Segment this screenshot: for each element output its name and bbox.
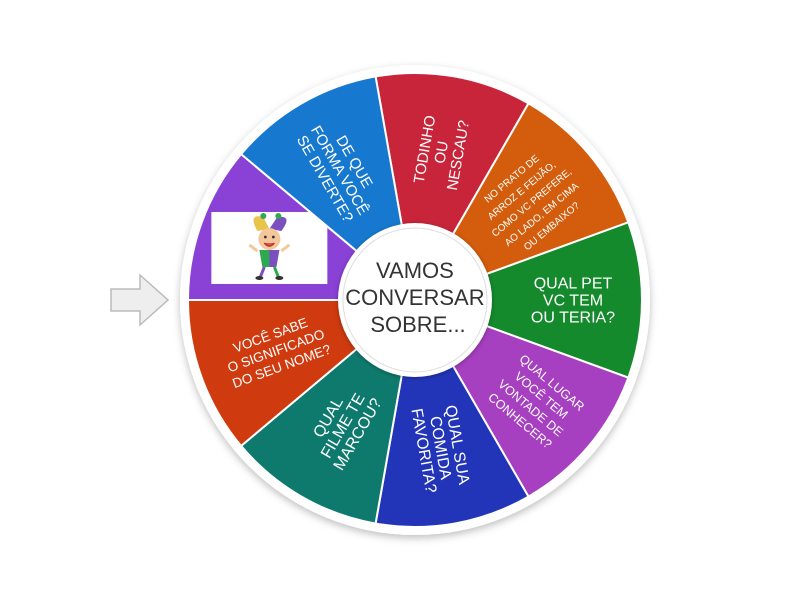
center-label: VAMOS CONVERSAR SOBRE... [345, 258, 490, 337]
segment-label: QUAL SUACOMIDAFAVORITA? [407, 401, 472, 494]
wheel-hub[interactable]: VAMOS CONVERSAR SOBRE... [338, 223, 492, 377]
jester-image [211, 211, 328, 284]
segment-label-line: VC TEM [543, 293, 603, 310]
segment-wedge [412, 221, 643, 379]
center-line: VAMOS [376, 258, 454, 283]
center-line: CONVERSAR [345, 285, 484, 310]
segment-label-line: OU TERIA? [531, 310, 615, 327]
segment-label-line: OU [431, 140, 452, 165]
center-line: SOBRE... [370, 312, 465, 337]
right-arrow-pointer-icon [110, 273, 170, 327]
segment-label-line: QUAL PET [534, 276, 613, 293]
hub-inner-ring [342, 227, 488, 373]
